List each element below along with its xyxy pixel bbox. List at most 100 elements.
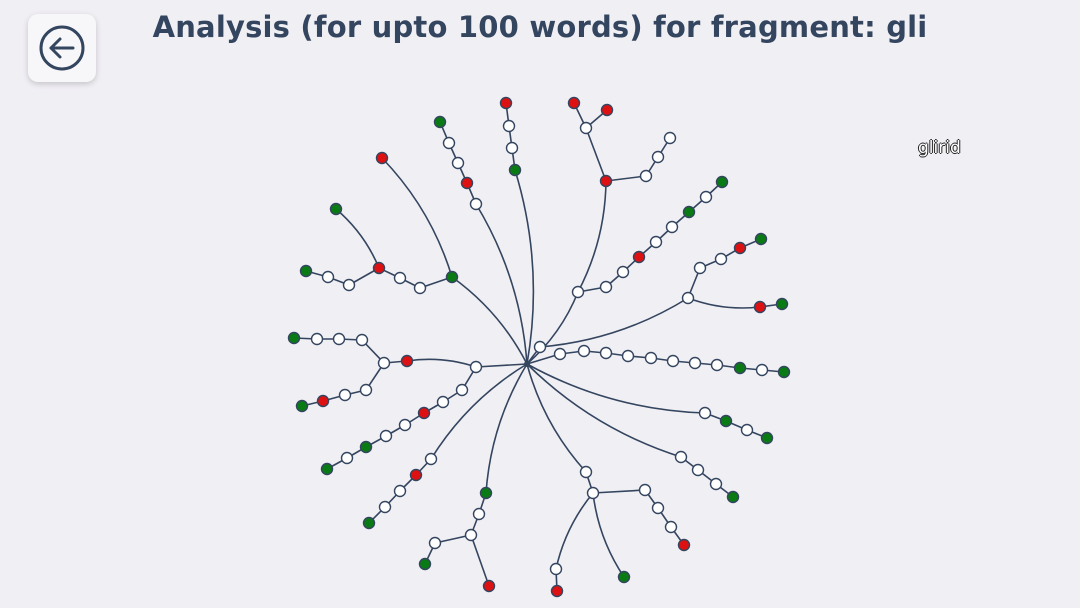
word-node[interactable] bbox=[649, 235, 663, 249]
word-node[interactable] bbox=[393, 271, 407, 285]
word-node-complete[interactable] bbox=[715, 175, 729, 189]
word-node[interactable] bbox=[638, 483, 652, 497]
word-node[interactable] bbox=[455, 383, 469, 397]
word-node-complete[interactable] bbox=[418, 557, 432, 571]
word-node[interactable] bbox=[377, 356, 391, 370]
word-node[interactable] bbox=[666, 354, 680, 368]
word-node[interactable] bbox=[310, 332, 324, 346]
word-node-invalid[interactable] bbox=[316, 394, 330, 408]
word-node-complete[interactable] bbox=[508, 163, 522, 177]
word-node[interactable] bbox=[579, 465, 593, 479]
word-node[interactable] bbox=[755, 363, 769, 377]
word-node-invalid[interactable] bbox=[677, 538, 691, 552]
word-node[interactable] bbox=[698, 406, 712, 420]
word-node[interactable] bbox=[639, 169, 653, 183]
word-node[interactable] bbox=[599, 280, 613, 294]
word-node[interactable] bbox=[502, 119, 516, 133]
word-node-invalid[interactable] bbox=[632, 250, 646, 264]
word-node[interactable] bbox=[398, 418, 412, 432]
word-node-complete[interactable] bbox=[682, 205, 696, 219]
word-node[interactable] bbox=[710, 358, 724, 372]
word-node-complete[interactable] bbox=[362, 516, 376, 530]
word-node-invalid[interactable] bbox=[599, 174, 613, 188]
word-node-complete[interactable] bbox=[329, 202, 343, 216]
word-node[interactable] bbox=[691, 463, 705, 477]
word-node-invalid[interactable] bbox=[460, 176, 474, 190]
word-node[interactable] bbox=[355, 333, 369, 347]
word-node[interactable] bbox=[321, 270, 335, 284]
word-node[interactable] bbox=[571, 285, 585, 299]
word-node[interactable] bbox=[359, 383, 373, 397]
word-node[interactable] bbox=[436, 395, 450, 409]
word-node-invalid[interactable] bbox=[733, 241, 747, 255]
word-node[interactable] bbox=[693, 261, 707, 275]
word-node-complete[interactable] bbox=[287, 331, 301, 345]
word-node[interactable] bbox=[586, 486, 600, 500]
word-node-complete[interactable] bbox=[754, 232, 768, 246]
tree-nodes[interactable] bbox=[287, 96, 791, 598]
word-node[interactable] bbox=[651, 501, 665, 515]
word-node-invalid[interactable] bbox=[600, 103, 614, 117]
word-node[interactable] bbox=[378, 500, 392, 514]
word-node-invalid[interactable] bbox=[567, 96, 581, 110]
word-node[interactable] bbox=[577, 344, 591, 358]
word-node[interactable] bbox=[342, 278, 356, 292]
word-node[interactable] bbox=[472, 507, 486, 521]
word-node-invalid[interactable] bbox=[753, 300, 767, 314]
word-node[interactable] bbox=[549, 562, 563, 576]
word-node-complete[interactable] bbox=[760, 431, 774, 445]
word-node-complete[interactable] bbox=[719, 414, 733, 428]
word-node[interactable] bbox=[533, 340, 547, 354]
word-node[interactable] bbox=[469, 360, 483, 374]
word-node-complete[interactable] bbox=[726, 490, 740, 504]
word-node-complete[interactable] bbox=[479, 486, 493, 500]
word-node[interactable] bbox=[651, 150, 665, 164]
word-node-complete[interactable] bbox=[320, 462, 334, 476]
word-node-complete[interactable] bbox=[617, 570, 631, 584]
word-node-complete[interactable] bbox=[733, 361, 747, 375]
word-node[interactable] bbox=[699, 190, 713, 204]
word-node[interactable] bbox=[688, 356, 702, 370]
word-node-complete[interactable] bbox=[775, 297, 789, 311]
word-node-invalid[interactable] bbox=[409, 468, 423, 482]
word-node[interactable] bbox=[665, 220, 679, 234]
word-node[interactable] bbox=[332, 332, 346, 346]
word-node-invalid[interactable] bbox=[499, 96, 513, 110]
word-node[interactable] bbox=[681, 291, 695, 305]
word-node[interactable] bbox=[379, 429, 393, 443]
word-node[interactable] bbox=[579, 121, 593, 135]
word-node[interactable] bbox=[451, 156, 465, 170]
word-node[interactable] bbox=[505, 141, 519, 155]
word-node-invalid[interactable] bbox=[417, 406, 431, 420]
back-button[interactable] bbox=[28, 14, 96, 82]
word-node-complete[interactable] bbox=[295, 399, 309, 413]
word-node[interactable] bbox=[644, 351, 658, 365]
word-node[interactable] bbox=[740, 423, 754, 437]
word-node[interactable] bbox=[709, 477, 723, 491]
word-node[interactable] bbox=[442, 136, 456, 150]
word-node[interactable] bbox=[340, 451, 354, 465]
word-node-complete[interactable] bbox=[445, 270, 459, 284]
word-node-complete[interactable] bbox=[777, 365, 791, 379]
word-node[interactable] bbox=[663, 131, 677, 145]
word-node[interactable] bbox=[464, 528, 478, 542]
word-node-complete[interactable] bbox=[433, 115, 447, 129]
word-node[interactable] bbox=[664, 520, 678, 534]
word-node[interactable] bbox=[714, 252, 728, 266]
word-node-invalid[interactable] bbox=[375, 151, 389, 165]
word-node-complete[interactable] bbox=[359, 440, 373, 454]
word-node-invalid[interactable] bbox=[372, 261, 386, 275]
word-node[interactable] bbox=[621, 349, 635, 363]
word-node-complete[interactable] bbox=[299, 264, 313, 278]
word-node[interactable] bbox=[553, 347, 567, 361]
word-node-invalid[interactable] bbox=[400, 354, 414, 368]
word-node[interactable] bbox=[424, 452, 438, 466]
word-node[interactable] bbox=[338, 388, 352, 402]
word-node[interactable] bbox=[469, 197, 483, 211]
word-node[interactable] bbox=[393, 484, 407, 498]
word-node[interactable] bbox=[599, 346, 613, 360]
word-node-invalid[interactable] bbox=[482, 579, 496, 593]
word-node-invalid[interactable] bbox=[550, 584, 564, 598]
word-node[interactable] bbox=[616, 265, 630, 279]
